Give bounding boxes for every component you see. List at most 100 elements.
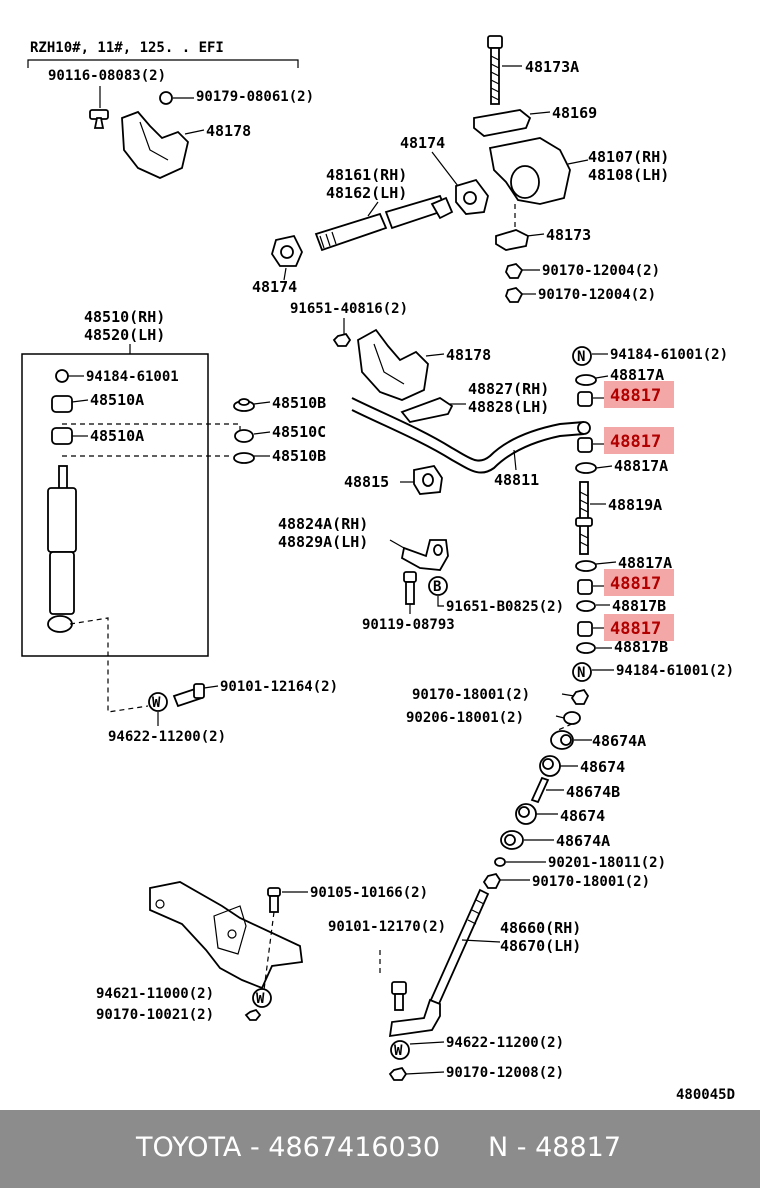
label-48817B-b[interactable]: 48817B [614,638,668,656]
bushing-48674-a[interactable] [539,755,561,777]
bolt-48173A[interactable] [487,35,503,105]
label-90206-18001[interactable]: 90206-18001(2) [406,710,524,726]
retainer-48817A-a[interactable] [575,374,597,386]
nut-94184-61001-bottom[interactable]: N [572,662,592,682]
label-48670[interactable]: 48670(LH) [500,937,581,955]
bolt-90101-12164[interactable] [172,683,205,708]
label-48824A[interactable]: 48824A(RH) [278,515,368,533]
bracket-48107-48108[interactable] [488,137,571,205]
label-48178-lower[interactable]: 48178 [446,346,491,364]
label-48173[interactable]: 48173 [546,226,591,244]
label-48510B-b[interactable]: 48510B [272,447,326,465]
label-48174-lower[interactable]: 48174 [252,278,297,296]
stabilizer-link-48161-48162[interactable] [314,194,454,252]
washer-90206-18001[interactable] [563,711,581,725]
label-48674B[interactable]: 48674B [566,783,620,801]
label-94622-11200-a[interactable]: 94622-11200(2) [108,729,226,745]
label-48674A-b[interactable]: 48674A [556,832,610,850]
cushion-48510A-a[interactable] [51,395,73,413]
label-48817-d[interactable]: 48817 [610,619,661,639]
label-91651-40816[interactable]: 91651-40816(2) [290,301,408,317]
label-48178-upper[interactable]: 48178 [206,122,251,140]
label-90101-12164[interactable]: 90101-12164(2) [220,679,338,695]
label-90170-12004-b[interactable]: 90170-12004(2) [538,287,656,303]
label-48173A[interactable]: 48173A [525,58,579,76]
label-90170-10021[interactable]: 90170-10021(2) [96,1007,214,1023]
cushion-48817-b[interactable] [577,437,593,453]
nut-94184-61001-top[interactable]: N [572,346,592,366]
nut-90170-12004-a[interactable] [505,263,524,279]
label-48174-upper[interactable]: 48174 [400,134,445,152]
retainer-48817B-a[interactable] [576,600,596,612]
label-48817-a[interactable]: 48817 [610,386,661,406]
label-90105-10166[interactable]: 90105-10166(2) [310,885,428,901]
nut-90170-18001-b[interactable] [482,872,502,889]
label-94184-61001-top[interactable]: 94184-61001(2) [610,347,728,363]
label-48510A-a[interactable]: 48510A [90,391,144,409]
washer-94622-11200-b[interactable]: W [390,1040,410,1060]
label-94622-11200-b[interactable]: 94622-11200(2) [446,1035,564,1051]
bracket-48178-upper[interactable] [121,110,189,179]
label-48510B-a[interactable]: 48510B [272,394,326,412]
retainer-48510B-b[interactable] [233,452,255,464]
cushion-48510C[interactable] [234,429,254,443]
label-90170-12004-a[interactable]: 90170-12004(2) [542,263,660,279]
nut-94184-61001-box[interactable] [55,369,69,383]
bracket-48178-lower[interactable] [357,328,429,401]
bushing-48815[interactable] [413,464,443,495]
label-48108[interactable]: 48108(LH) [588,166,669,184]
label-48829A[interactable]: 48829A(LH) [278,533,368,551]
label-90101-12170[interactable]: 90101-12170(2) [328,919,446,935]
bushing-48174-lower[interactable] [271,234,303,267]
bracket-48827-48828[interactable] [400,396,454,423]
label-48817-c[interactable]: 48817 [610,574,661,594]
label-90116-08083[interactable]: 90116-08083(2) [48,68,166,84]
washer-94622-11200-a[interactable]: W [148,692,168,712]
frame-bracket[interactable] [149,881,304,990]
cushion-48817-d[interactable] [577,621,593,637]
bushing-48174-upper[interactable] [455,178,489,215]
label-90201-18011[interactable]: 90201-18011(2) [548,855,666,871]
bolt-91651-40816[interactable] [332,332,352,347]
label-48817A-a[interactable]: 48817A [610,366,664,384]
label-48817-b[interactable]: 48817 [610,432,661,452]
label-90119-08793[interactable]: 90119-08793 [362,617,455,633]
retainer-48817B-b[interactable] [576,642,596,654]
label-48520[interactable]: 48520(LH) [84,326,165,344]
label-48674A-a[interactable]: 48674A [592,732,646,750]
label-48162[interactable]: 48162(LH) [326,184,407,202]
label-48827[interactable]: 48827(RH) [468,380,549,398]
bolt-90101-12170[interactable] [391,981,407,1011]
label-90179-08061[interactable]: 90179-08061(2) [196,89,314,105]
label-48169[interactable]: 48169 [552,104,597,122]
label-48510A-b[interactable]: 48510A [90,427,144,445]
label-48817B-a[interactable]: 48817B [612,597,666,615]
nut-90170-12008[interactable] [388,1066,408,1081]
washer-94621-11000[interactable]: W [252,988,272,1008]
cushion-48817-a[interactable] [577,391,593,407]
label-48107[interactable]: 48107(RH) [588,148,669,166]
shock-absorber-body[interactable] [47,465,77,633]
bolt-48819A[interactable] [575,481,593,555]
bolt-90116-08083[interactable] [89,109,109,129]
label-48660[interactable]: 48660(RH) [500,919,581,937]
bushing-48674A-a[interactable] [550,730,574,750]
label-48817A-c[interactable]: 48817A [618,554,672,572]
strut-bar-48660-48670[interactable] [388,888,490,1038]
label-48674-a[interactable]: 48674 [580,758,625,776]
nut-90179-08061[interactable] [159,91,173,105]
collar-48674B[interactable] [530,776,550,804]
cushion-48817-c[interactable] [577,579,593,595]
label-94184-61001-bottom[interactable]: 94184-61001(2) [616,663,734,679]
label-48828[interactable]: 48828(LH) [468,398,549,416]
label-48811[interactable]: 48811 [494,471,539,489]
cushion-48510A-b[interactable] [51,427,73,445]
label-48510C[interactable]: 48510C [272,423,326,441]
label-91651-B0825[interactable]: 91651-B0825(2) [446,599,564,615]
label-48815[interactable]: 48815 [344,473,389,491]
bracket-48824A-48829A[interactable] [400,539,449,571]
retainer-48817A-b[interactable] [575,462,597,474]
label-48161[interactable]: 48161(RH) [326,166,407,184]
bushing-48674A-b[interactable] [500,830,524,850]
label-48510[interactable]: 48510(RH) [84,308,165,326]
